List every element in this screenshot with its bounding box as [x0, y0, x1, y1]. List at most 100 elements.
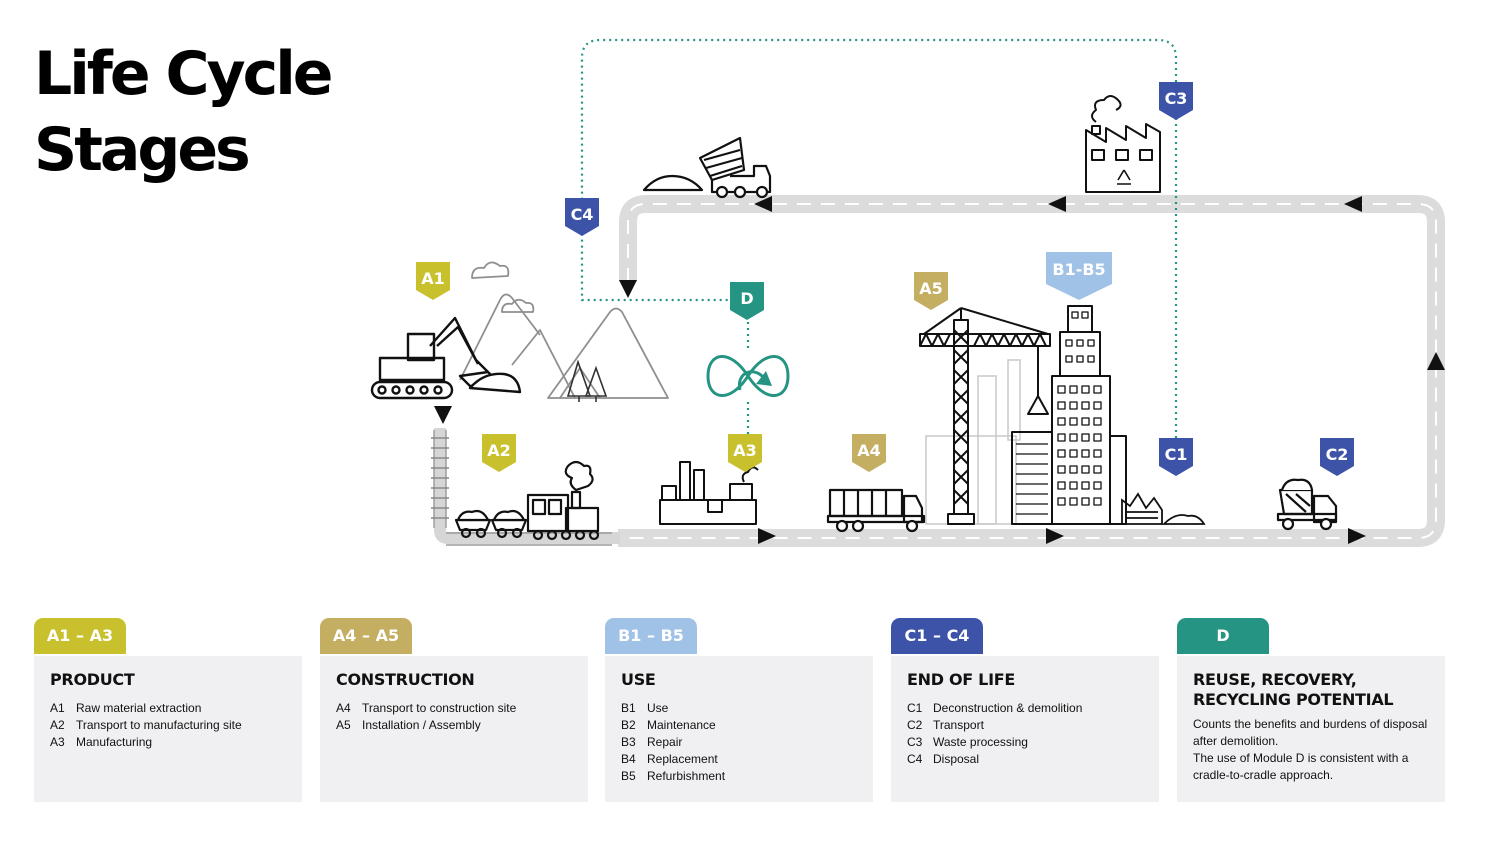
- stage-marker-a1: A1: [416, 262, 450, 300]
- item-text: Refurbishment: [647, 769, 726, 783]
- item-text: Transport: [933, 718, 984, 732]
- stage-marker-b1-b5: B1-B5: [1046, 252, 1112, 300]
- stage-card-reuse: D REUSE, RECOVERY, RECYCLING POTENTIAL C…: [1177, 618, 1445, 802]
- stage-label-a3: A3: [733, 441, 757, 460]
- stage-label-c4: C4: [571, 205, 594, 224]
- arrow-left-icon: [1048, 196, 1066, 212]
- stage-marker-a2: A2: [482, 434, 516, 472]
- arrow-left-icon: [754, 196, 772, 212]
- stage-marker-a5: A5: [914, 272, 948, 310]
- stage-label-a2: A2: [487, 441, 511, 460]
- stage-label-c2: C2: [1326, 445, 1349, 464]
- recycle-symbol-icon: [1117, 169, 1131, 185]
- stage-label-d: D: [740, 289, 753, 308]
- reuse-dotted-path: [580, 38, 1178, 440]
- stage-marker-c1: C1: [1159, 438, 1193, 476]
- stage-marker-c2: C2: [1320, 438, 1354, 476]
- item-text: Deconstruction & demolition: [933, 701, 1083, 715]
- card-body: END OF LIFE C1 Deconstruction & demolitio…: [891, 656, 1159, 802]
- page-title-line-2: Stages: [34, 115, 251, 185]
- card-heading: END OF LIFE: [907, 670, 1015, 689]
- card-heading-line-2: RECYCLING POTENTIAL: [1193, 690, 1394, 709]
- arrow-right-icon: [1348, 528, 1366, 544]
- card-body: REUSE, RECOVERY, RECYCLING POTENTIAL Cou…: [1177, 656, 1445, 802]
- item-code: B2: [621, 718, 636, 732]
- trees-icon: [566, 359, 608, 402]
- list-item: C1 Deconstruction & demolition: [907, 700, 1159, 717]
- card-heading: PRODUCT: [50, 670, 135, 689]
- factory-icon: [659, 461, 759, 525]
- item-code: B3: [621, 735, 636, 749]
- card-list: A1 Raw material extraction A2 Transport to…: [50, 700, 302, 751]
- card-heading: CONSTRUCTION: [336, 670, 475, 689]
- stage-marker-a4: A4: [852, 434, 886, 472]
- item-code: B4: [621, 752, 636, 766]
- list-item: C2 Transport: [907, 717, 1159, 734]
- list-item: B2 Maintenance: [621, 717, 873, 734]
- arrow-left-icon: [1344, 196, 1362, 212]
- arrow-down-icon: [434, 406, 452, 424]
- stage-marker-c4: C4: [565, 198, 599, 236]
- card-heading-line-1: REUSE, RECOVERY,: [1193, 670, 1357, 689]
- card-paragraph: Counts the benefits and burdens of dispo…: [1193, 717, 1428, 748]
- stage-marker-a3: A3: [728, 434, 762, 472]
- recycling-plant-icon: [1085, 95, 1161, 193]
- card-list: C1 Deconstruction & demolition C2 Transpor…: [907, 700, 1159, 768]
- card-heading: REUSE, RECOVERY, RECYCLING POTENTIAL: [1193, 670, 1445, 710]
- card-tab-c1-c4: C1 – C4: [891, 618, 983, 654]
- item-text: Manufacturing: [76, 735, 153, 749]
- item-code: A4: [336, 701, 351, 715]
- list-item: A1 Raw material extraction: [50, 700, 302, 717]
- background-buildings: [925, 359, 1021, 525]
- item-text: Raw material extraction: [76, 701, 202, 715]
- item-code: C2: [907, 718, 923, 732]
- item-text: Repair: [647, 735, 683, 749]
- arrow-right-icon: [1046, 528, 1064, 544]
- skyscraper-icon: [1011, 305, 1127, 525]
- card-heading: USE: [621, 670, 656, 689]
- item-code: C4: [907, 752, 923, 766]
- item-text: Disposal: [933, 752, 980, 766]
- demolition-rubble-icon: [1121, 492, 1206, 525]
- item-text: Installation / Assembly: [362, 718, 481, 732]
- list-item: B5 Refurbishment: [621, 768, 873, 785]
- landfill-dump-truck-icon: [642, 136, 772, 199]
- stage-label-b1-b5: B1-B5: [1052, 260, 1105, 279]
- stage-label-c1: C1: [1165, 445, 1188, 464]
- item-code: A5: [336, 718, 351, 732]
- stage-marker-d: D: [730, 282, 764, 320]
- item-code: A1: [50, 701, 65, 715]
- card-tab-d: D: [1177, 618, 1269, 654]
- excavator-icon: [370, 316, 522, 400]
- arrow-right-icon: [758, 528, 776, 544]
- item-code: B5: [621, 769, 636, 783]
- stage-label-a1: A1: [421, 269, 445, 288]
- item-code: A2: [50, 718, 65, 732]
- card-tab-a1-a3: A1 – A3: [34, 618, 126, 654]
- item-text: Transport to manufacturing site: [76, 718, 242, 732]
- list-item: A2 Transport to manufacturing site: [50, 717, 302, 734]
- card-body: PRODUCT A1 Raw material extraction A2 Tran…: [34, 656, 302, 802]
- road-loop: [434, 195, 1445, 547]
- item-text: Use: [647, 701, 669, 715]
- stage-marker-c3: C3: [1159, 82, 1193, 120]
- arrow-up-icon: [1427, 352, 1445, 370]
- arrow-down-icon: [619, 280, 637, 298]
- dump-truck-icon: [1276, 478, 1338, 531]
- stage-card-end-of-life: C1 – C4 END OF LIFE C1 Deconstruction & d…: [891, 618, 1159, 802]
- card-paragraph: The use of Module D is consistent with a…: [1193, 751, 1409, 782]
- item-code: C1: [907, 701, 923, 715]
- page-title-line-1: Life Cycle: [34, 39, 333, 109]
- item-text: Maintenance: [647, 718, 716, 732]
- stage-card-product: A1 – A3 PRODUCT A1 Raw material extractio…: [34, 618, 302, 802]
- stage-label-a4: A4: [857, 441, 881, 460]
- card-tab-a4-a5: A4 – A5: [320, 618, 412, 654]
